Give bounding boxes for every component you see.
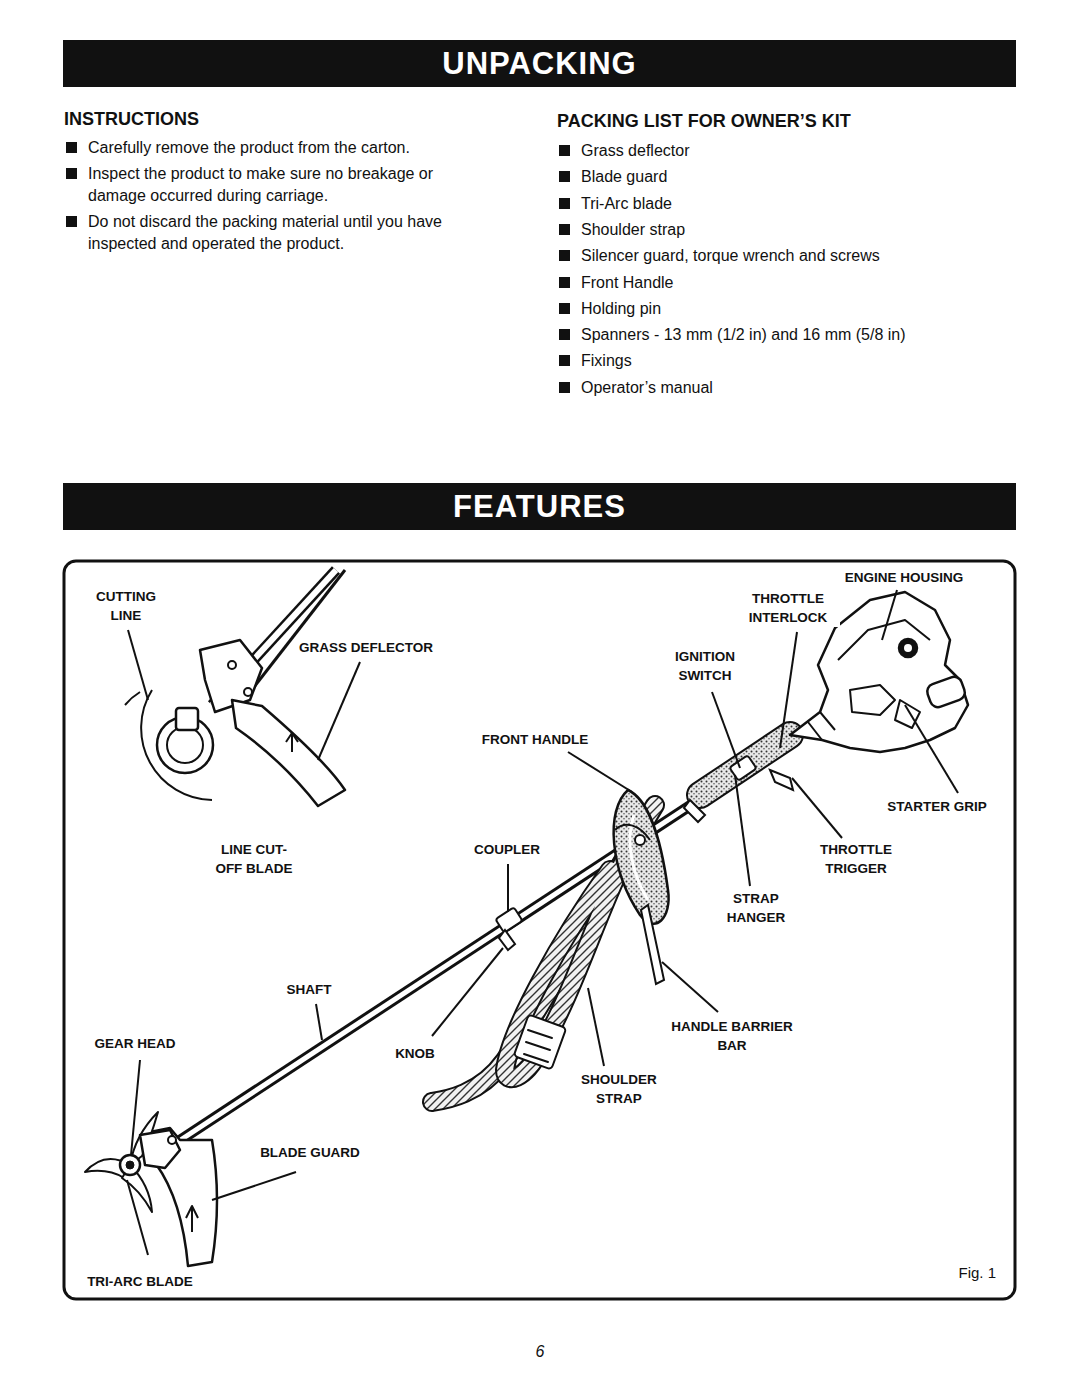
part-label: STARTER GRIP	[885, 797, 989, 816]
section-band: FEATURES	[63, 483, 1016, 530]
part-label: THROTTLE TRIGGER	[808, 840, 904, 878]
part-label: KNOB	[393, 1044, 437, 1063]
leader-lines	[127, 590, 958, 1255]
section-heading: INSTRUCTIONS	[64, 109, 199, 130]
page-number: 6	[536, 1343, 545, 1361]
part-label: GRASS DEFLECTOR	[297, 638, 435, 657]
packing-item: Silencer guard, torque wrench and screws	[557, 245, 1027, 267]
section-heading: PACKING LIST FOR OWNER’S KIT	[557, 111, 851, 132]
part-label: THROTTLE INTERLOCK	[736, 589, 840, 627]
part-label: FRONT HANDLE	[480, 730, 591, 749]
part-label: ENGINE HOUSING	[843, 568, 966, 587]
gear-head-and-blade	[85, 1112, 217, 1266]
packing-item: Fixings	[557, 350, 1027, 372]
part-label: BLADE GUARD	[258, 1143, 362, 1162]
part-label: TRI-ARC BLADE	[85, 1272, 195, 1291]
figure-number: Fig. 1	[958, 1264, 996, 1281]
band-title: UNPACKING	[442, 46, 636, 82]
packing-item: Operator’s manual	[557, 377, 1027, 399]
packing-item: Spanners - 13 mm (1/2 in) and 16 mm (5/8…	[557, 324, 1027, 346]
part-label: LINE CUT- OFF BLADE	[204, 840, 304, 878]
shaft	[150, 740, 790, 1160]
part-label: SHAFT	[285, 980, 334, 999]
part-label: STRAP HANGER	[718, 889, 794, 927]
packing-item: Shoulder strap	[557, 219, 1027, 241]
figure-frame	[64, 561, 1015, 1299]
part-label: IGNITION SWITCH	[661, 647, 749, 685]
instruction-item: Inspect the product to make sure no brea…	[64, 163, 484, 207]
front-handle	[614, 790, 669, 984]
part-label: HANDLE BARRIER BAR	[660, 1017, 804, 1055]
packing-item: Grass deflector	[557, 140, 1027, 162]
section-band: UNPACKING	[63, 40, 1016, 87]
instruction-item: Do not discard the packing material unti…	[64, 211, 484, 255]
part-label: CUTTING LINE	[84, 587, 168, 625]
coupler	[495, 907, 522, 950]
part-label: GEAR HEAD	[92, 1034, 177, 1053]
rear-grip	[684, 735, 793, 822]
packing-item: Holding pin	[557, 298, 1027, 320]
packing-item: Front Handle	[557, 272, 1027, 294]
part-label: COUPLER	[472, 840, 542, 859]
band-title: FEATURES	[453, 489, 626, 525]
instruction-item: Carefully remove the product from the ca…	[64, 137, 484, 159]
packing-item: Tri-Arc blade	[557, 193, 1027, 215]
part-label: SHOULDER STRAP	[569, 1070, 669, 1108]
packing-item: Blade guard	[557, 166, 1027, 188]
